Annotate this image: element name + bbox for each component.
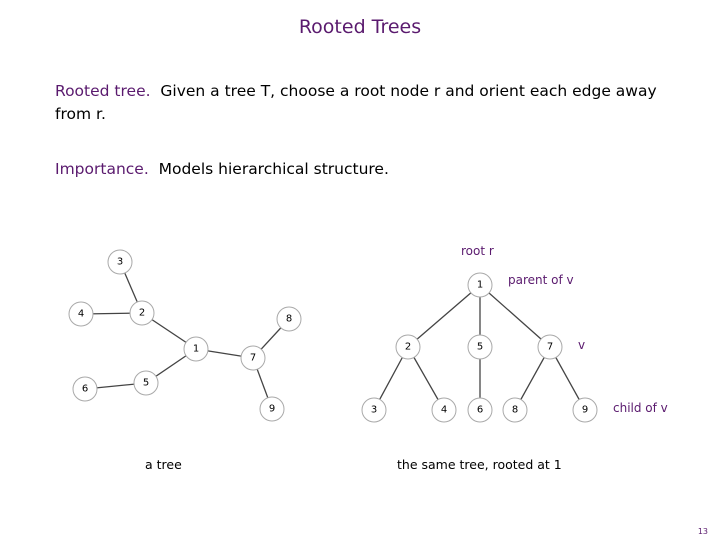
left-tree-edges <box>80 261 290 410</box>
svg-text:2: 2 <box>139 308 145 319</box>
svg-text:9: 9 <box>269 404 275 415</box>
svg-text:8: 8 <box>286 314 292 325</box>
right-node-4: 4 <box>431 397 457 423</box>
child-annotation: child of v <box>613 401 668 415</box>
svg-text:7: 7 <box>250 353 256 364</box>
svg-text:3: 3 <box>371 405 377 416</box>
v-annotation: v <box>578 338 586 352</box>
left-node-5: 5 <box>133 370 159 396</box>
svg-text:2: 2 <box>405 342 411 353</box>
right-node-6: 6 <box>467 397 493 423</box>
left-node-1: 1 <box>183 336 209 362</box>
right-node-5: 5 <box>467 334 493 360</box>
right-tree-caption: the same tree, rooted at 1 <box>397 457 562 472</box>
right-edge-1-7 <box>479 284 551 348</box>
svg-text:3: 3 <box>117 257 123 268</box>
svg-text:8: 8 <box>512 405 518 416</box>
left-node-4: 4 <box>68 301 94 327</box>
root-annotation: root r <box>461 244 494 258</box>
parent-annotation: parent of v <box>508 273 574 287</box>
svg-text:4: 4 <box>78 309 84 320</box>
rooted-tree-term: Rooted tree. <box>55 82 151 100</box>
left-node-6: 6 <box>72 376 98 402</box>
svg-text:1: 1 <box>193 344 199 355</box>
rooted-tree-text: Given a tree T, choose a root node r and… <box>55 82 657 123</box>
right-node-2: 2 <box>395 334 421 360</box>
svg-text:7: 7 <box>547 342 553 353</box>
rooted-tree-definition: Rooted tree. Given a tree T, choose a ro… <box>55 80 675 126</box>
svg-text:4: 4 <box>441 405 447 416</box>
right-node-7: 7 <box>537 334 563 360</box>
right-node-1: 1 <box>467 272 493 298</box>
importance-statement: Importance. Models hierarchical structur… <box>55 158 389 181</box>
right-node-8: 8 <box>502 397 528 423</box>
page-title: Rooted Trees <box>298 16 422 38</box>
left-node-3: 3 <box>107 249 133 275</box>
importance-term: Importance. <box>55 160 149 178</box>
left-node-9: 9 <box>259 396 285 422</box>
svg-text:6: 6 <box>477 405 483 416</box>
right-node-9: 9 <box>572 397 598 423</box>
svg-text:6: 6 <box>82 384 88 395</box>
left-tree-caption: a tree <box>145 457 182 472</box>
left-node-2: 2 <box>129 300 155 326</box>
left-node-8: 8 <box>276 306 302 332</box>
page-number: 13 <box>697 527 708 536</box>
svg-text:5: 5 <box>477 342 483 353</box>
left-node-7: 7 <box>240 345 266 371</box>
right-node-3: 3 <box>361 397 387 423</box>
importance-text: Models hierarchical structure. <box>158 160 389 178</box>
svg-text:1: 1 <box>477 280 483 291</box>
svg-text:9: 9 <box>582 405 588 416</box>
right-edge-1-2 <box>407 284 481 348</box>
svg-text:5: 5 <box>143 378 149 389</box>
